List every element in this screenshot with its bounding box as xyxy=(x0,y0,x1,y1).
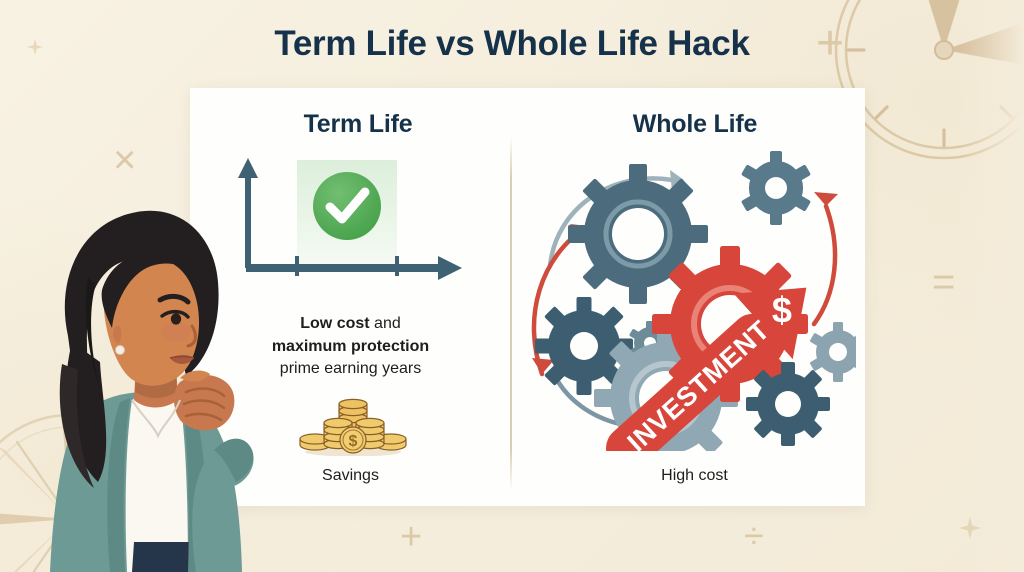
sparkle-icon-bottom-right xyxy=(959,517,981,539)
term-life-benefit-text: Low cost and maximum protection prime ea… xyxy=(198,313,503,381)
eyebrow xyxy=(157,293,191,305)
gear-small-far-right xyxy=(810,322,856,382)
caption-savings: Savings xyxy=(322,467,379,484)
panel-heading-whole-life: Whole Life xyxy=(632,110,758,138)
caption-high-cost: High cost xyxy=(661,467,728,484)
coin-dollar-symbol: $ xyxy=(349,433,358,450)
benefit-line-2: maximum protection xyxy=(271,337,430,355)
page-title: Term Life vs Whole Life Hack xyxy=(274,24,750,63)
panel-divider xyxy=(510,136,512,491)
deco-multiply-symbol-left: × xyxy=(113,138,137,182)
deco-equals-symbol-right: = xyxy=(932,260,956,304)
deco-divide-symbol-bottom-right: ÷ xyxy=(744,515,764,556)
collar-line xyxy=(131,399,181,439)
earring xyxy=(115,345,125,355)
comparison-card: Term Life Whole Life xyxy=(190,88,865,506)
panel-heading-term-life: Term Life xyxy=(303,110,413,138)
nose xyxy=(186,324,197,348)
gear-small-lower-right xyxy=(746,362,830,446)
gear-large-slate xyxy=(568,164,708,304)
deco-plus-symbol-bottom: + xyxy=(400,516,423,558)
thinking-woman-illustration xyxy=(50,210,254,572)
fingers xyxy=(182,387,226,422)
eye xyxy=(170,313,182,325)
whole-life-gears-graphic: INVESTMENT $ xyxy=(531,151,856,451)
gold-coins-stack: $ xyxy=(299,398,407,456)
investment-arrow-dollar-symbol: $ xyxy=(772,290,792,331)
chart-axes xyxy=(238,158,462,280)
benefit-line-3: prime earning years xyxy=(279,360,422,378)
right-gradient-band xyxy=(960,0,1024,572)
green-check-badge xyxy=(313,172,381,240)
term-life-chart xyxy=(230,156,480,291)
benefit-line-1: Low cost and xyxy=(300,315,401,332)
gear-small-top-right xyxy=(741,151,811,225)
circulation-arrow-red-right xyxy=(811,203,838,327)
